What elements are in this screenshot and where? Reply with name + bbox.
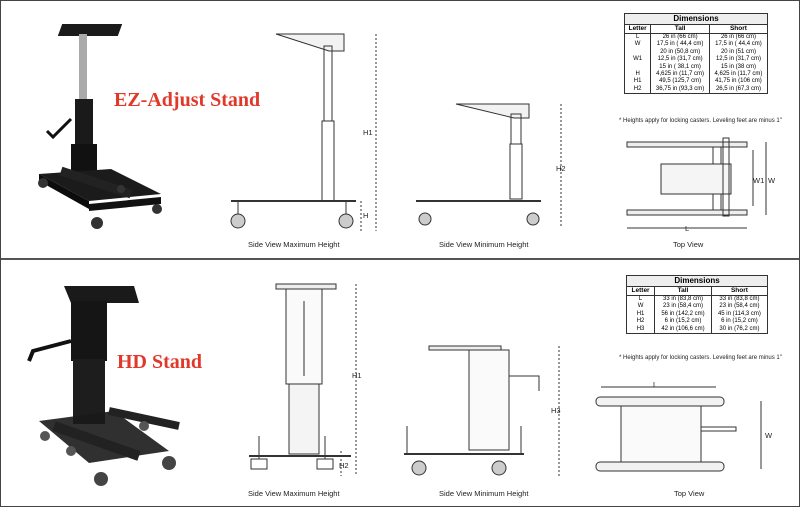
cell: H2 xyxy=(627,318,656,326)
cell: 4,625 in (11,7 cm) xyxy=(714,71,763,78)
hd-stand-product-photo xyxy=(27,286,180,486)
hd-side-view-max-drawing xyxy=(249,283,357,476)
cell: 26,5 in (67,3 cm) xyxy=(715,85,761,92)
cell xyxy=(625,63,652,72)
hd-stand-title: HD Stand xyxy=(117,351,203,373)
hd-heights-note: * Heights apply for locking casters. Lev… xyxy=(619,355,782,361)
table-row: 15 in ( 38,1 cm) 15 in (38 cm) xyxy=(625,63,767,72)
cell: 12,5 in (31,7 cm) xyxy=(715,56,761,63)
ez-col-tall: Tall xyxy=(650,25,710,34)
cell: 26 in (66 cm) xyxy=(720,34,756,40)
cell: H1 xyxy=(625,78,652,86)
hd-caption-top: Top View xyxy=(674,489,705,498)
ez-caption-side-max: Side View Maximum Height xyxy=(248,240,340,249)
ez-caption-top: Top View xyxy=(673,240,704,249)
cell: 17,5 in ( 44,4 cm) xyxy=(715,41,762,48)
ez-caption-side-min: Side View Minimum Height xyxy=(439,240,529,249)
hd-caption-side-min: Side View Minimum Height xyxy=(439,489,529,498)
cell: 33 in (83,8 cm) xyxy=(719,296,760,302)
cell: 15 in ( 38,1 cm) xyxy=(650,63,710,72)
cell: 6 in (15,2 cm) xyxy=(654,318,712,326)
ez-label-w1: W1 xyxy=(753,176,765,185)
cell: 30 in (76,2 cm) xyxy=(719,325,760,332)
hd-col-short: Short xyxy=(711,287,767,296)
cell: 20 in (51 cm) xyxy=(720,48,756,55)
table-row: 20 in (50,8 cm) 20 in (51 cm) xyxy=(625,48,767,57)
hd-stand-panel: HD Stand H1 H2 Side View Maximum Height xyxy=(1,261,799,506)
hd-label-w: W xyxy=(765,431,773,440)
cell: 41,75 in (106 cm) xyxy=(715,78,762,85)
cell: 15 in (38 cm) xyxy=(720,63,756,70)
cell: 17,5 in ( 44,4 cm) xyxy=(650,41,710,49)
ez-adjust-panel: EZ-Adjust Stand H1 H Side View Maximum H… xyxy=(1,1,799,259)
ez-side-view-max-drawing xyxy=(230,33,377,231)
ez-heights-note: * Heights apply for locking casters. Lev… xyxy=(619,118,782,124)
hd-label-h2: H2 xyxy=(339,461,349,470)
cell: 12,5 in (31,7 cm) xyxy=(650,56,710,64)
hd-label-l: L xyxy=(653,380,658,389)
cell: 45 in (114,3 cm) xyxy=(717,310,761,317)
cell: W xyxy=(625,41,652,49)
hd-caption-side-max: Side View Maximum Height xyxy=(248,489,340,498)
cell: 4,625 in (11,7 cm) xyxy=(650,71,710,79)
ez-col-short: Short xyxy=(709,25,767,34)
cell: H1 xyxy=(627,310,656,319)
hd-col-letter: Letter xyxy=(627,287,656,296)
hd-label-h1: H1 xyxy=(352,371,362,380)
cell: H xyxy=(625,71,652,79)
ez-adjust-title: EZ-Adjust Stand xyxy=(114,89,261,111)
ez-label-h1: H1 xyxy=(363,128,373,137)
cell: 49,5 (125,7 cm) xyxy=(650,78,710,86)
cell: 23 in (58,4 cm) xyxy=(654,303,712,311)
ez-top-view-drawing xyxy=(626,137,767,229)
ez-label-h: H xyxy=(363,211,369,220)
cell: 26 in (66 cm) xyxy=(650,33,710,42)
cell: H2 xyxy=(625,85,652,94)
cell: L xyxy=(627,295,656,304)
hd-top-view-drawing xyxy=(595,386,762,472)
ez-side-view-min-drawing xyxy=(416,103,562,228)
hd-dimensions-heading: Dimensions xyxy=(627,276,767,287)
ez-col-letter: Letter xyxy=(625,25,652,34)
ez-label-l: L xyxy=(685,224,690,233)
cell: 6 in (15,2 cm) xyxy=(721,318,758,325)
ez-label-w: W xyxy=(768,176,776,185)
cell: W1 xyxy=(625,56,652,64)
cell xyxy=(625,48,652,57)
ez-adjust-product-photo xyxy=(38,24,162,229)
cell: L xyxy=(625,33,652,42)
cell: 23 in (58,4 cm) xyxy=(719,303,760,310)
panel-divider xyxy=(1,258,799,260)
cell: 33 in (83,8 cm) xyxy=(654,295,712,304)
cell: 20 in (50,8 cm) xyxy=(650,48,710,57)
hd-col-tall: Tall xyxy=(654,287,712,296)
cell: 56 in (142,2 cm) xyxy=(654,310,712,319)
cell: W xyxy=(627,303,656,311)
ez-label-h2: H2 xyxy=(556,164,566,173)
ez-dimensions-heading: Dimensions xyxy=(625,14,767,25)
hd-label-h3: H3 xyxy=(551,406,561,415)
cell: 36,75 in (93,3 cm) xyxy=(650,85,710,94)
cell: H3 xyxy=(627,325,656,334)
cell: 42 in (106,6 cm) xyxy=(654,325,712,334)
hd-side-view-min-drawing xyxy=(404,345,560,476)
